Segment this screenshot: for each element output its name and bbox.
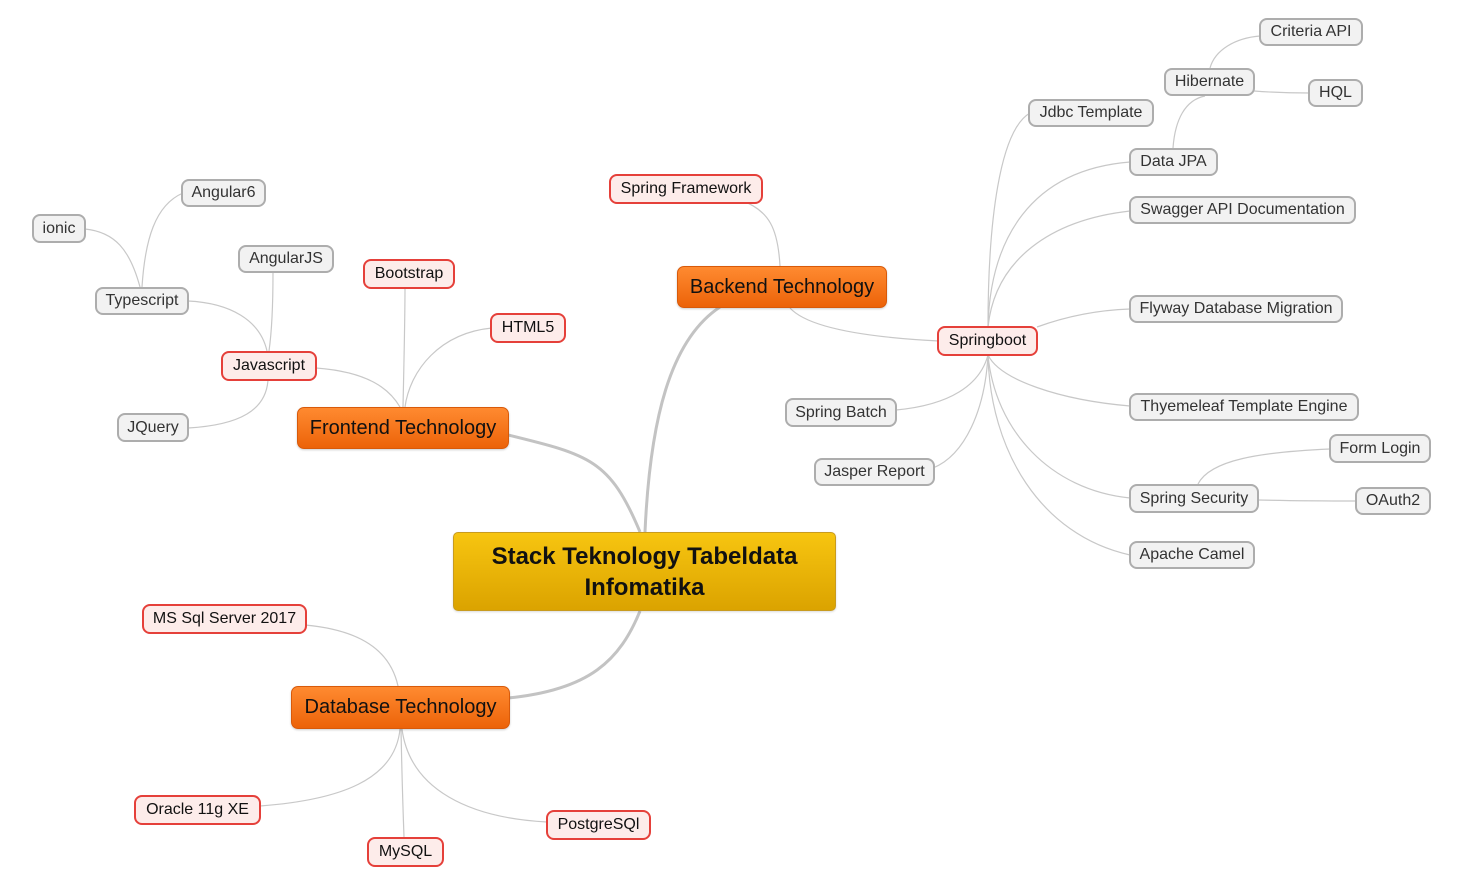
link-typescript-angular6 xyxy=(141,192,184,288)
spring-security-node[interactable]: Spring Security xyxy=(1129,484,1259,513)
database-technology-node[interactable]: Database Technology xyxy=(291,686,510,729)
mssql-node[interactable]: MS Sql Server 2017 xyxy=(142,604,307,634)
link-root-backend xyxy=(643,305,721,533)
mysql-node[interactable]: MySQL xyxy=(367,837,444,867)
spring-batch-node[interactable]: Spring Batch xyxy=(785,398,897,427)
link-typescript-ionic xyxy=(84,228,141,288)
root-title-line1: Stack Teknology Tabeldata xyxy=(491,542,798,570)
postgresql-node[interactable]: PostgreSQl xyxy=(546,810,651,840)
link-javascript-jquery xyxy=(187,379,269,429)
angularjs-node[interactable]: AngularJS xyxy=(238,245,334,273)
hql-node[interactable]: HQL xyxy=(1308,79,1363,107)
springboot-node[interactable]: Springboot xyxy=(937,326,1038,356)
data-jpa-node[interactable]: Data JPA xyxy=(1129,148,1218,176)
link-javascript-typescript xyxy=(187,300,268,352)
bootstrap-node[interactable]: Bootstrap xyxy=(363,259,455,289)
thymeleaf-node[interactable]: Thyemeleaf Template Engine xyxy=(1129,393,1359,421)
link-springboot-apachecamel xyxy=(987,354,1131,556)
flyway-node[interactable]: Flyway Database Migration xyxy=(1129,295,1343,323)
link-frontend-bootstrap xyxy=(402,286,406,408)
spring-framework-node[interactable]: Spring Framework xyxy=(609,174,763,204)
link-root-database xyxy=(507,610,642,700)
hibernate-node[interactable]: Hibernate xyxy=(1164,68,1255,96)
oauth2-node[interactable]: OAuth2 xyxy=(1355,487,1431,515)
html5-node[interactable]: HTML5 xyxy=(490,313,566,343)
typescript-node[interactable]: Typescript xyxy=(95,287,189,315)
frontend-technology-node[interactable]: Frontend Technology xyxy=(297,407,509,449)
link-springboot-swagger xyxy=(987,210,1131,328)
link-javascript-angularjs xyxy=(268,271,274,352)
form-login-node[interactable]: Form Login xyxy=(1329,434,1431,463)
criteria-api-node[interactable]: Criteria API xyxy=(1259,18,1363,46)
root-title-line2: Infomatika xyxy=(584,573,705,601)
link-springboot-springbatch xyxy=(895,354,989,411)
link-database-mssql xyxy=(304,624,399,687)
link-frontend-html5 xyxy=(404,327,493,408)
link-backend-springboot xyxy=(789,307,940,342)
jquery-node[interactable]: JQuery xyxy=(117,413,189,442)
link-database-postgresql xyxy=(401,728,548,823)
link-springboot-thymeleaf xyxy=(987,354,1131,407)
link-springsecurity-oauth2 xyxy=(1257,499,1358,502)
link-root-frontend xyxy=(507,433,642,533)
jdbc-template-node[interactable]: Jdbc Template xyxy=(1028,99,1154,127)
link-datajpa-hibernate xyxy=(1172,95,1206,149)
link-database-mysql xyxy=(400,728,405,838)
link-hibernate-hql xyxy=(1253,90,1311,94)
jasper-report-node[interactable]: Jasper Report xyxy=(814,458,935,486)
link-springboot-jasper xyxy=(932,354,989,469)
link-springsecurity-formlogin xyxy=(1197,448,1331,485)
link-springboot-datajpa xyxy=(987,161,1131,328)
swagger-node[interactable]: Swagger API Documentation xyxy=(1129,196,1356,224)
link-springboot-flyway xyxy=(1036,308,1131,328)
ionic-node[interactable]: ionic xyxy=(32,214,86,243)
link-frontend-javascript xyxy=(315,367,401,408)
javascript-node[interactable]: Javascript xyxy=(221,351,317,381)
link-backend-springframework xyxy=(739,199,781,267)
backend-technology-node[interactable]: Backend Technology xyxy=(677,266,887,308)
link-springboot-springsecurity xyxy=(987,354,1131,499)
oracle-node[interactable]: Oracle 11g XE xyxy=(134,795,261,825)
angular6-node[interactable]: Angular6 xyxy=(181,179,266,207)
link-springboot-jdbc xyxy=(987,112,1031,328)
apache-camel-node[interactable]: Apache Camel xyxy=(1129,541,1255,569)
link-hibernate-criteria xyxy=(1209,35,1261,69)
root-node[interactable]: Stack Teknology Tabeldata Infomatika xyxy=(453,532,836,611)
link-database-oracle xyxy=(259,728,401,807)
